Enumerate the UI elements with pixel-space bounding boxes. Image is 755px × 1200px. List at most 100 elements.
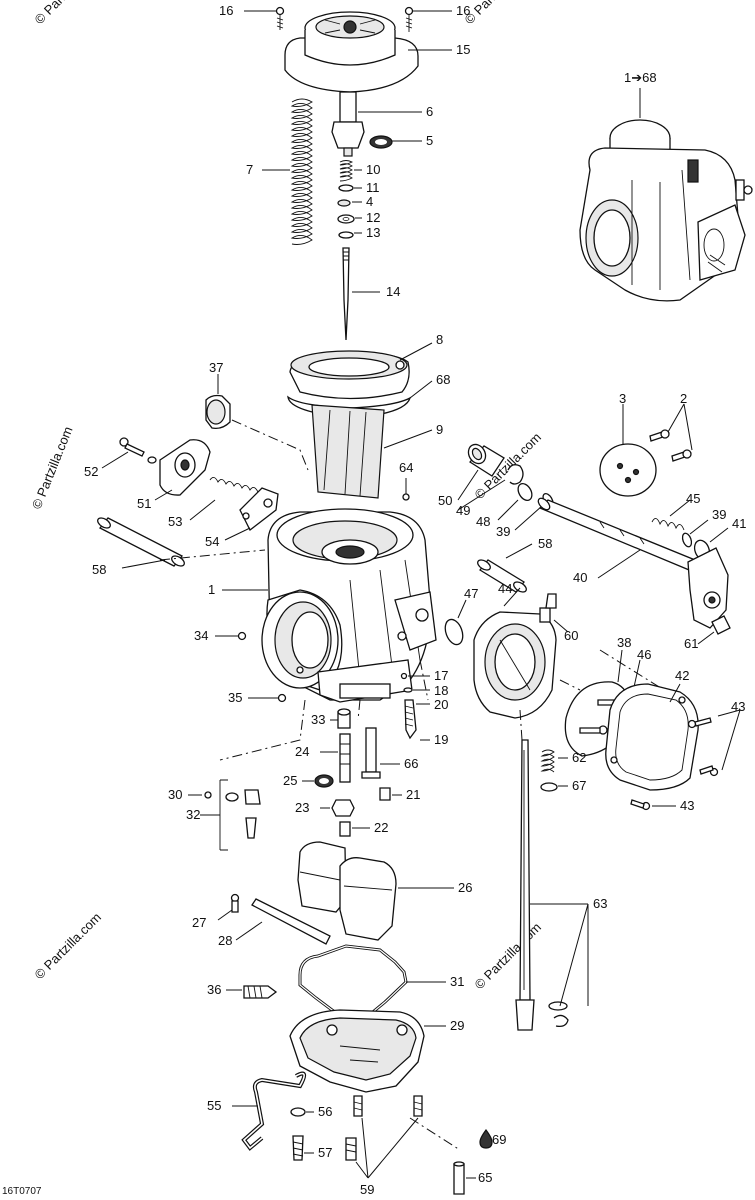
screw-27	[230, 893, 240, 913]
float-valve-kit	[219, 779, 261, 851]
nut-23	[331, 799, 355, 817]
ball-17	[400, 672, 408, 680]
float-bowl	[289, 1009, 425, 1093]
clip	[337, 199, 351, 207]
emulsion-tube	[339, 733, 351, 783]
o-ring-39	[681, 532, 693, 548]
callout-label: 30	[168, 787, 182, 802]
watermark-layer: © Partzilla.com © Partzilla.com © Partzi…	[29, 0, 544, 992]
main-spring	[290, 98, 313, 245]
callout-label: 55	[207, 1098, 221, 1113]
callout-label: 16	[456, 3, 470, 18]
callout-label: 2	[680, 391, 687, 406]
drain-tube-inner	[242, 1072, 305, 1150]
watermark: © Partzilla.com	[32, 0, 105, 27]
callout-label: 23	[295, 800, 309, 815]
plate-54	[239, 487, 279, 531]
washer-18	[403, 687, 413, 693]
callout-labels: 16 16 15 6 5 7 10 11 4 12 13 14 8 68 37 …	[84, 3, 746, 1197]
callout-label: 21	[406, 787, 420, 802]
callout-label: 29	[450, 1018, 464, 1033]
watermark: © Partzilla.com	[32, 910, 105, 983]
spring-62	[540, 749, 555, 773]
plug-65	[453, 1161, 465, 1195]
callout-label: 39	[496, 524, 510, 539]
jet-66	[361, 727, 381, 779]
callout-label: 16	[219, 3, 233, 18]
watermark: © Partzilla.com	[29, 424, 76, 511]
callout-label: 50	[438, 493, 452, 508]
callout-label: 18	[434, 683, 448, 698]
callout-label: 10	[366, 162, 380, 177]
callout-label: 17	[434, 668, 448, 683]
callout-label: 59	[360, 1182, 374, 1197]
callout-label: 26	[458, 880, 472, 895]
callout-label: 31	[450, 974, 464, 989]
plug	[205, 394, 231, 430]
callout-label: 60	[564, 628, 578, 643]
callout-label: 3	[619, 391, 626, 406]
carburetor-body	[261, 508, 437, 703]
callout-label: 41	[732, 516, 746, 531]
small-spring	[339, 160, 354, 182]
screw-16-left	[275, 6, 285, 30]
watermark: © Partzilla.com	[472, 920, 545, 993]
throttle-disc	[599, 443, 657, 497]
callout-label: 43	[731, 699, 745, 714]
clip-49	[507, 464, 524, 485]
screw-16-right	[404, 6, 414, 32]
callout-label: 56	[318, 1104, 332, 1119]
callout-label: 25	[283, 773, 297, 788]
jet-21	[379, 787, 391, 801]
callout-label: 14	[386, 284, 400, 299]
callout-label: 58	[538, 536, 552, 551]
callout-label: 64	[399, 460, 413, 475]
callout-label: 27	[192, 915, 206, 930]
callout-label: 46	[637, 647, 651, 662]
screw-57	[292, 1135, 304, 1161]
jet-22	[339, 821, 351, 837]
o-ring-47	[444, 618, 464, 646]
washer-67	[540, 782, 558, 792]
drop-icon	[479, 1128, 493, 1149]
callout-label: 61	[684, 636, 698, 651]
screw-52	[119, 437, 157, 464]
callout-label: 6	[426, 104, 433, 119]
needle-holder	[331, 91, 365, 157]
screw-64	[402, 493, 410, 501]
spring-45	[651, 518, 685, 531]
callout-label: 65	[478, 1170, 492, 1185]
callout-label: 36	[207, 982, 221, 997]
callout-label: 68	[436, 372, 450, 387]
callout-label: 11	[366, 180, 380, 195]
callout-label: 34	[194, 628, 208, 643]
callout-label: 28	[218, 933, 232, 948]
callout-label: 9	[436, 422, 443, 437]
callout-label: 58	[92, 562, 106, 577]
callout-label: 8	[436, 332, 443, 347]
callout-label: 7	[246, 162, 253, 177]
callout-label: 15	[456, 42, 470, 57]
screw-34	[237, 631, 247, 641]
washer	[338, 184, 354, 192]
screws-43-right	[687, 717, 719, 777]
throttle-shaft	[537, 497, 729, 629]
float-pontoons	[297, 841, 397, 941]
callout-label: 54	[205, 534, 219, 549]
float-pin	[251, 898, 331, 945]
diagram-code: 16T0707	[2, 1186, 42, 1197]
callout-label: 63	[593, 896, 607, 911]
callout-label: 62	[572, 750, 586, 765]
screw-36	[243, 985, 278, 999]
screws-2	[649, 429, 692, 462]
top-cap	[284, 11, 419, 93]
callout-label: 67	[572, 778, 586, 793]
callout-label: 19	[434, 732, 448, 747]
screw-35	[277, 693, 287, 703]
callout-label: 37	[209, 360, 223, 375]
choke-bracket	[159, 439, 211, 496]
inset-label: 1➔68	[624, 70, 657, 85]
spring-53	[209, 477, 259, 493]
callout-label: 43	[680, 798, 694, 813]
callout-label: 52	[84, 464, 98, 479]
